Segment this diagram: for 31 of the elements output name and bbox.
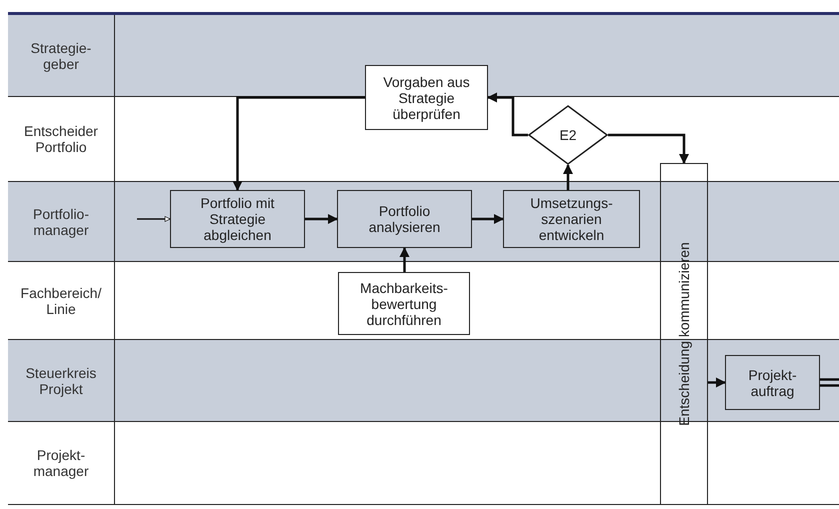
- process-box: [503, 190, 640, 248]
- process-box: [338, 272, 470, 335]
- arrow: [608, 134, 689, 164]
- arrow: [400, 247, 410, 272]
- node-label: Portfolio analysieren: [368, 203, 442, 235]
- node-label: Entscheidung kommunizieren: [676, 242, 692, 426]
- process-box: [337, 190, 472, 248]
- node-label: Umsetzungs- szenarien entwickeln: [529, 195, 614, 243]
- process-box: [725, 355, 820, 410]
- lane-label: Steuerkreis Projekt: [8, 340, 115, 421]
- node-label: Projekt- auftrag: [747, 366, 798, 398]
- arrow: [232, 96, 365, 191]
- lane-label: Portfolio- manager: [8, 182, 115, 261]
- arrow: [563, 164, 573, 190]
- node-label: Machbarkeits- bewertung durchführen: [359, 280, 449, 328]
- arrow: [137, 216, 170, 222]
- arrow: [472, 214, 504, 224]
- lane-label: Entscheider Portfolio: [8, 97, 115, 181]
- lane-label: Fachbereich/ Linie: [8, 262, 115, 339]
- decision-diamond: [528, 105, 608, 165]
- process-box: [365, 65, 488, 130]
- arrow: [305, 214, 338, 224]
- node-label: E2: [559, 127, 577, 143]
- node-label: Portfolio mit Strategie abgleichen: [200, 195, 276, 243]
- arrow: [818, 378, 839, 387]
- node-label: Vorgaben aus Strategie überprüfen: [382, 74, 471, 122]
- arrow: [487, 92, 528, 136]
- process-box: [170, 190, 305, 248]
- arrow: [708, 378, 726, 388]
- process-box: [660, 163, 708, 505]
- lane-label: Projekt- manager: [8, 422, 115, 504]
